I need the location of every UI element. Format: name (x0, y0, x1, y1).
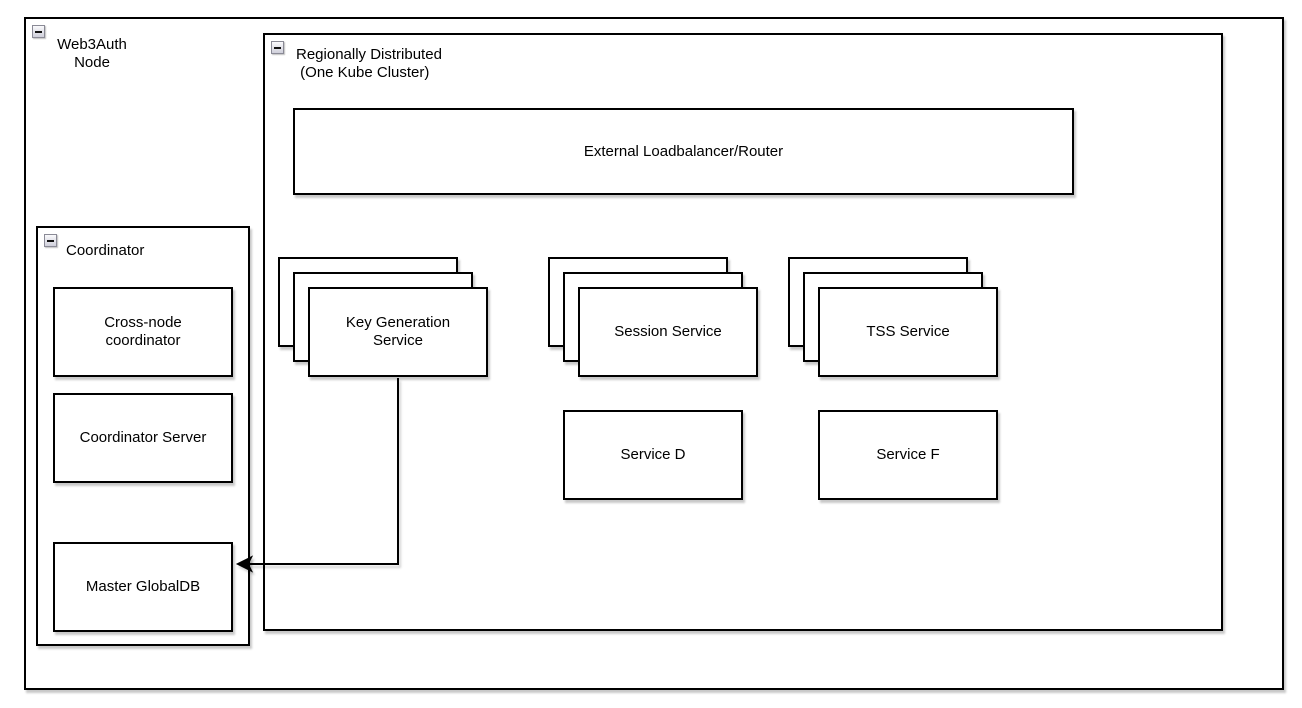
container-label-coordinator: Coordinator (66, 242, 145, 259)
collapse-minus-icon[interactable] (44, 234, 57, 247)
minus-glyph (35, 30, 42, 33)
node-external-loadbalancer[interactable]: External Loadbalancer/Router (293, 108, 1074, 195)
node-label: Session Service (614, 323, 722, 340)
node-label: Service D (620, 446, 686, 463)
node-label: TSS Service (866, 323, 950, 340)
node-coordinator-server[interactable]: Coordinator Server (53, 393, 233, 483)
minus-glyph (47, 239, 54, 242)
node-session-service[interactable]: Session Service (578, 287, 758, 377)
node-label: Coordinator Server (79, 429, 207, 446)
node-label: Master GlobalDB (85, 578, 201, 595)
node-label: External Loadbalancer/Router (583, 142, 784, 160)
node-master-globaldb[interactable]: Master GlobalDB (53, 542, 233, 632)
node-key-generation-service[interactable]: Key Generation Service (308, 287, 488, 377)
container-label-web3auth-node: Web3Auth Node (57, 36, 127, 71)
node-service-d[interactable]: Service D (563, 410, 743, 500)
node-cross-node-coordinator[interactable]: Cross-node coordinator (53, 287, 233, 377)
node-service-f[interactable]: Service F (818, 410, 998, 500)
container-label-regionally-distributed: Regionally Distributed (One Kube Cluster… (296, 46, 442, 81)
node-label: Key Generation Service (345, 314, 451, 349)
minus-glyph (274, 46, 281, 49)
node-label: Service F (876, 446, 940, 463)
collapse-minus-icon[interactable] (32, 25, 45, 38)
node-tss-service[interactable]: TSS Service (818, 287, 998, 377)
node-label: Cross-node coordinator (104, 314, 182, 349)
collapse-minus-icon[interactable] (271, 41, 284, 54)
